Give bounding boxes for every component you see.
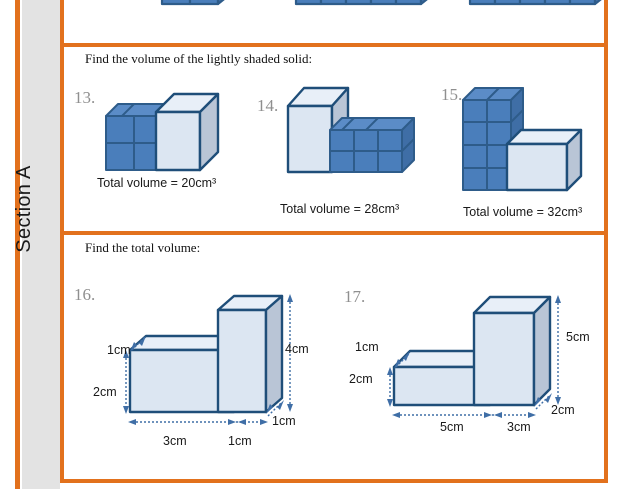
- dimension-q17-width-low: 5cm: [440, 420, 464, 434]
- figure-clipped-cubes-a: [160, 0, 225, 6]
- question-number-15: 15.: [441, 85, 463, 104]
- figure-clipped-cubes-b: [294, 0, 428, 6]
- section-label: Section A: [12, 165, 35, 253]
- dimension-q17-depth-top: 1cm: [355, 340, 379, 354]
- worksheet-right-rule: [604, 0, 608, 483]
- section-rail: Section A: [0, 0, 60, 489]
- figure-q17: [387, 295, 561, 418]
- question-number-17: 17.: [344, 287, 366, 306]
- figure-q16: [123, 294, 293, 425]
- caption-q15: Total volume = 32cm³: [463, 205, 583, 219]
- section-divider-1: [60, 43, 608, 47]
- dimension-q16-depth-top: 1cm: [107, 343, 131, 357]
- figure-clipped-cubes-c: [468, 0, 602, 6]
- dimension-q17-depth-front: 2cm: [551, 403, 575, 417]
- dimension-q16-height-low: 2cm: [93, 385, 117, 399]
- dimension-q16-height-high: 4cm: [285, 342, 309, 356]
- dimension-q17-width-high: 3cm: [507, 420, 531, 434]
- prompt-total-volume: Find the total volume:: [85, 240, 201, 255]
- question-number-16: 16.: [74, 285, 96, 304]
- dimension-q16-width-high: 1cm: [228, 434, 252, 448]
- question-number-14: 14.: [257, 96, 279, 115]
- section-rail-background: [22, 0, 60, 489]
- question-number-13: 13.: [74, 88, 96, 107]
- figure-q15: [462, 87, 583, 192]
- prompt-lightly-shaded: Find the volume of the lightly shaded so…: [85, 51, 313, 66]
- dimension-q17-height-high: 5cm: [566, 330, 590, 344]
- dimension-q17-height-low: 2cm: [349, 372, 373, 386]
- figure-q13: [105, 92, 220, 172]
- caption-q13: Total volume = 20cm³: [97, 176, 217, 190]
- dimension-q16-width-low: 3cm: [163, 434, 187, 448]
- section-divider-2: [60, 231, 608, 235]
- section-rail-orange-stripe: [15, 0, 20, 489]
- dimension-q16-depth-front: 1cm: [272, 414, 296, 428]
- caption-q14: Total volume = 28cm³: [280, 202, 400, 216]
- figure-q14: [286, 86, 415, 174]
